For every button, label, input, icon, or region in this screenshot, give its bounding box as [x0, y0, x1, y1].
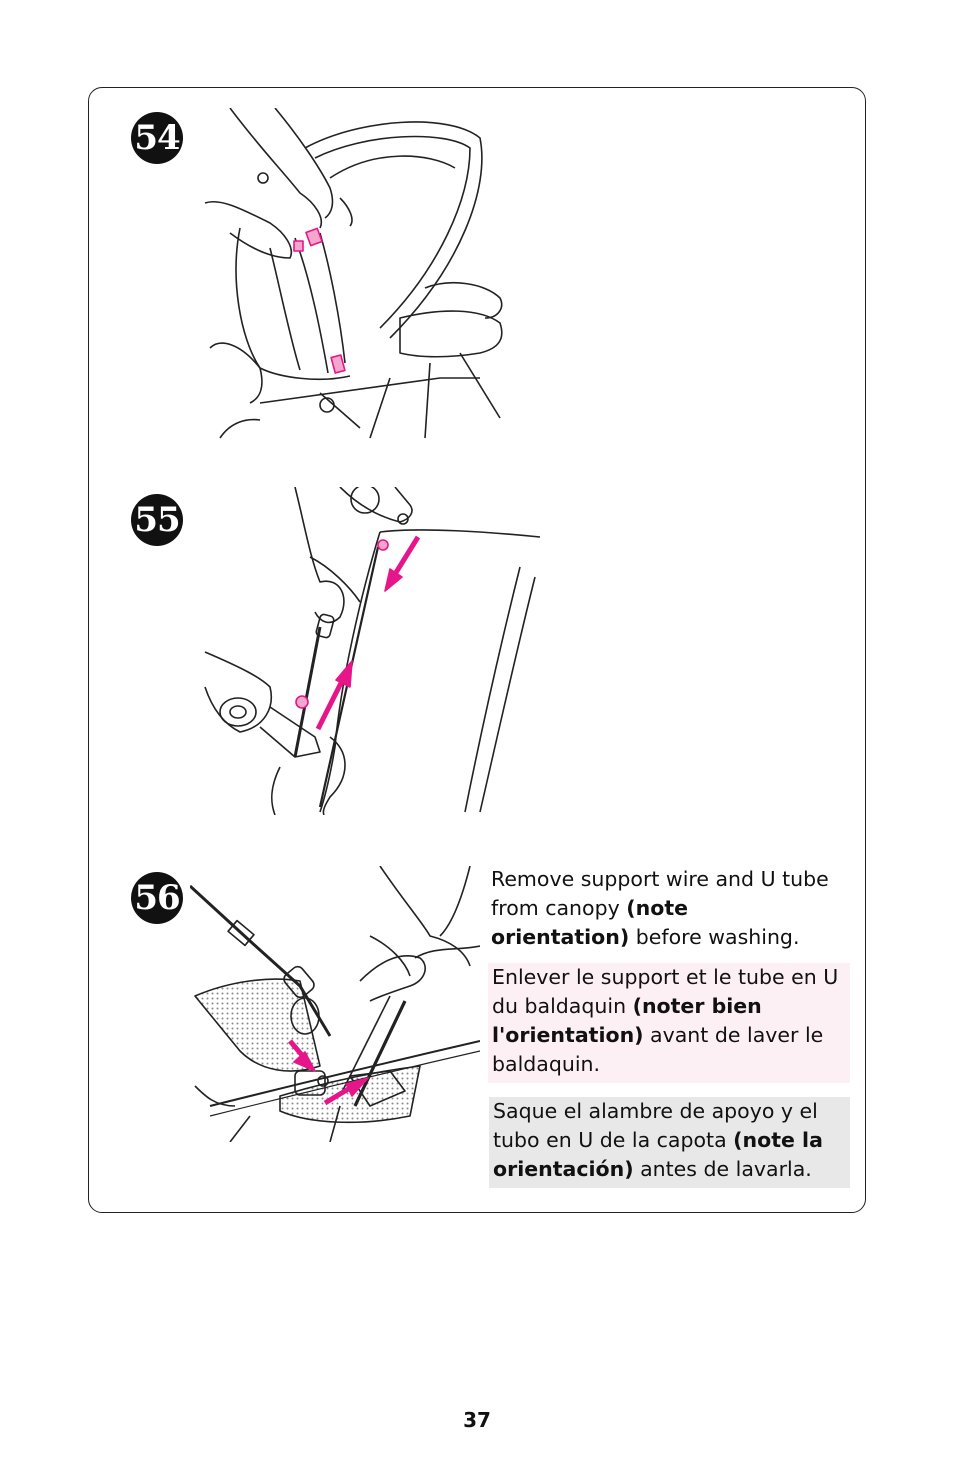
step-54-badge: 54: [131, 112, 183, 164]
instruction-es: Saque el alambre de apoyo y el tubo en U…: [489, 1097, 850, 1188]
instruction-fr-text: Enlever le support et le tube en U du ba…: [492, 965, 839, 1018]
instruction-en-text-end: before washing.: [629, 925, 800, 949]
step-number: 54: [134, 118, 180, 158]
page-number: 37: [463, 1408, 491, 1432]
instruction-fr-emphasis: (noter bien l'orientation): [492, 994, 762, 1047]
instruction-es-text-end: antes de lavarla.: [633, 1157, 812, 1181]
step-number: 56: [134, 878, 180, 918]
instruction-en: Remove support wire and U tube from cano…: [491, 865, 831, 952]
step-55-badge: 55: [131, 494, 183, 546]
step-54-illustration: [200, 108, 505, 440]
instruction-en-emphasis: (note orientation): [491, 896, 689, 949]
content-frame: [88, 87, 866, 1213]
instruction-en-text: Remove support wire and U tube from cano…: [491, 867, 829, 920]
step-56-illustration: [190, 866, 480, 1142]
instruction-es-emphasis: (note la orientación): [493, 1128, 823, 1181]
instruction-es-text: Saque el alambre de apoyo y el tubo en U…: [493, 1099, 818, 1152]
instruction-fr-text-end: avant de laver le baldaquin.: [492, 1023, 824, 1076]
step-number: 55: [134, 500, 180, 540]
instruction-fr: Enlever le support et le tube en U du ba…: [488, 963, 850, 1083]
step-55-illustration: [200, 487, 540, 815]
step-56-badge: 56: [131, 872, 183, 924]
